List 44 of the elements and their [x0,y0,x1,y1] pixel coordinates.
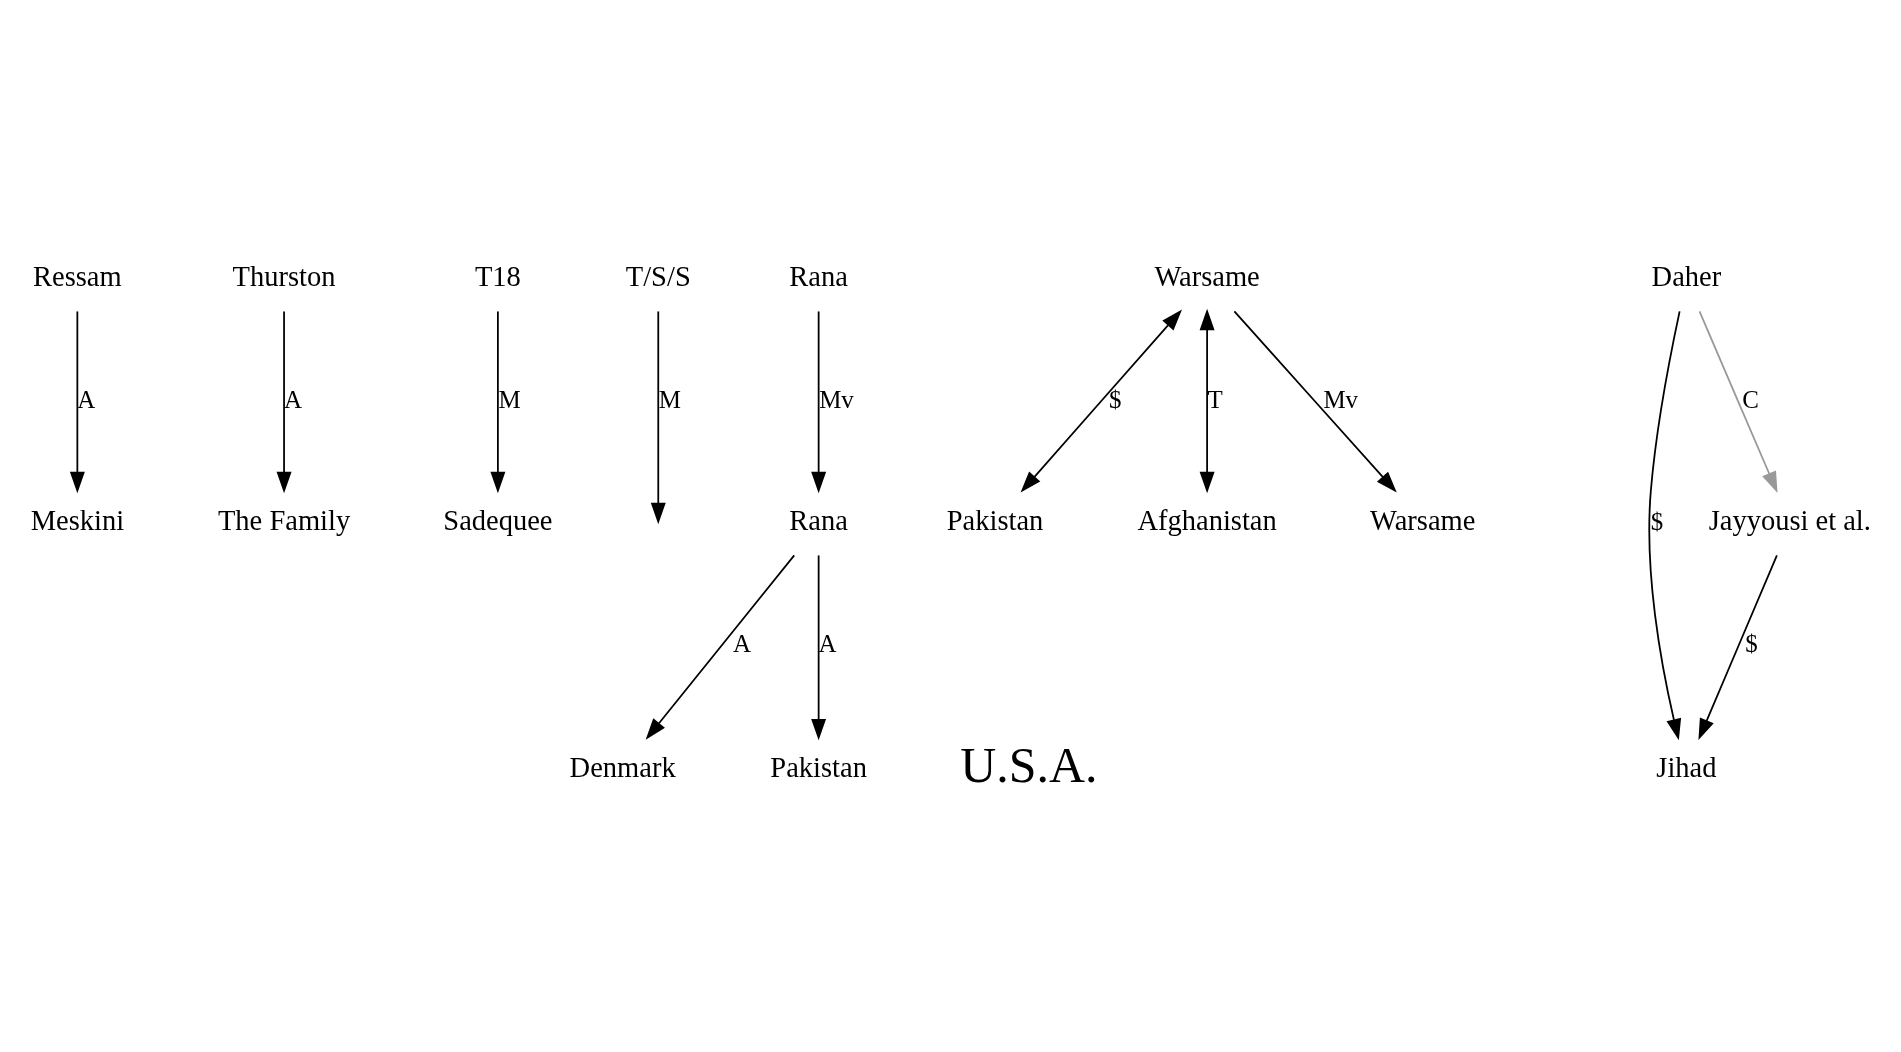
node-text: Pakistan [770,751,867,783]
arrow [811,554,827,741]
arrow [1698,310,1778,494]
node-text: T/S/S [625,260,691,292]
edge-label: T [1207,385,1223,413]
edge-label: A [818,629,837,657]
node-text: Jihad [1656,751,1717,783]
node-text: Rana [789,505,848,537]
edge-label: M [498,385,521,413]
arrow [69,310,85,494]
arrow [490,310,506,494]
node-text: T18 [474,260,521,292]
edge-label: M [658,385,681,413]
node-text: Pakistan [946,505,1044,537]
node-text: Rana [789,260,848,292]
node-text: The Family [217,505,351,537]
edge-label: A [77,385,96,413]
node-text: Warsame [1370,505,1476,537]
label: U.S.A. [960,738,1098,794]
node-text: Jayyousi et al. [1708,505,1871,537]
arrow [276,310,292,494]
edge-label: $ [1109,385,1122,413]
node-text: Warsame [1154,260,1260,292]
arrow [650,310,666,525]
edge-label: C [1742,385,1759,413]
edge-label: $ [1650,507,1664,535]
arrow [1648,310,1682,741]
node-text: Meskini [30,505,125,537]
node-text: Thurston [232,260,336,292]
edge-label: Mv [819,385,854,413]
arrow [645,554,796,740]
node-text: Afghanistan [1137,505,1277,537]
arrow [811,310,827,494]
arrow [1233,310,1397,493]
node-text: Daher [1651,260,1722,292]
edge-label: $ [1745,629,1758,657]
arrow [1199,308,1215,494]
edge-label: A [733,629,752,657]
edge-label: Mv [1323,385,1359,413]
node-text: Denmark [569,751,676,783]
node-text: Sadequee [443,505,553,537]
node-text: Ressam [33,260,122,292]
arrow [1020,309,1183,493]
arrow [1698,554,1778,741]
